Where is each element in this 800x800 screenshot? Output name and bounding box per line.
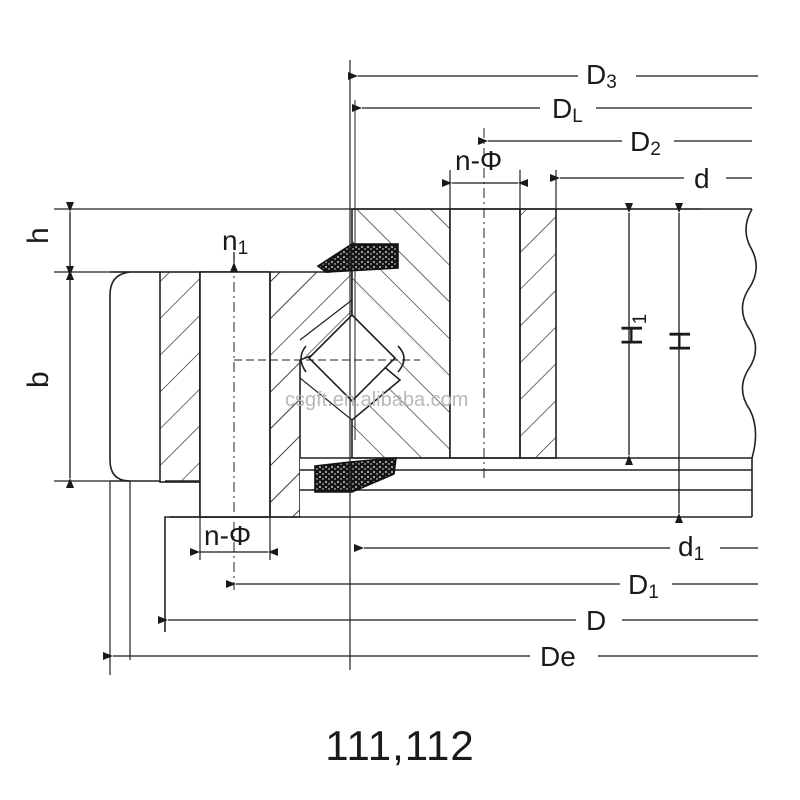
inner-ring [170,208,757,518]
label-DL: DL [552,93,583,127]
label-n-phi-bottom: n-Φ [204,520,251,551]
label-H1: H1 [616,314,651,346]
rolling-element-raceway [234,299,420,421]
label-D: D [586,605,606,636]
label-D1: D1 [628,569,659,603]
centerlines [233,60,485,670]
label-d: d [694,163,710,194]
label-b: b [22,371,55,388]
label-d1: d1 [678,531,704,565]
label-H: H [664,330,697,352]
outer-ring [109,254,353,675]
label-h: h [22,227,55,244]
diagram-caption: 111,112 [325,722,475,769]
label-n1: n1 [222,225,248,259]
dimension-lines [66,76,758,656]
label-De: De [540,641,576,672]
label-D3: D3 [586,59,617,93]
upper-seal [316,243,399,273]
watermark: csgft.en.alibaba.com [285,389,468,411]
label-D2: D2 [630,126,661,160]
label-n-phi-top: n-Φ [455,145,502,176]
